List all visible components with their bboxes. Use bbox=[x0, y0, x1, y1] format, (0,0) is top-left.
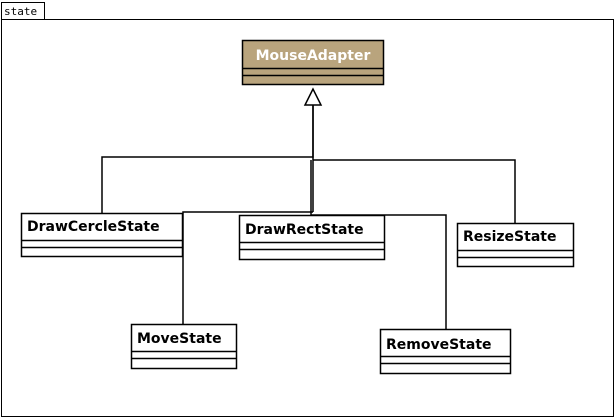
class-box bbox=[241, 39, 385, 86]
class-box bbox=[238, 214, 386, 261]
class-name: RemoveState bbox=[386, 337, 492, 353]
class-name: DrawCercleState bbox=[27, 219, 160, 235]
class-name: MoveState bbox=[137, 331, 222, 347]
class-movestate[interactable]: MoveState bbox=[130, 323, 238, 370]
class-box bbox=[20, 212, 184, 258]
class-box bbox=[456, 222, 575, 268]
connector-drawcerclestate bbox=[101, 105, 314, 213]
class-mouseadapter[interactable]: MouseAdapter bbox=[241, 39, 385, 86]
class-removestate[interactable]: RemoveState bbox=[379, 328, 512, 375]
package-body bbox=[1, 19, 614, 417]
class-box bbox=[379, 328, 512, 375]
package-name: state bbox=[4, 5, 37, 18]
class-drawrectstate[interactable]: DrawRectState bbox=[238, 214, 386, 261]
generalization-arrowhead bbox=[303, 87, 323, 106]
connector-resizestate bbox=[313, 159, 516, 223]
class-drawcerclestate[interactable]: DrawCercleState bbox=[20, 212, 184, 258]
class-name: ResizeState bbox=[463, 229, 556, 245]
connector-movestate bbox=[182, 211, 313, 324]
class-name: DrawRectState bbox=[245, 222, 364, 238]
class-name: MouseAdapter bbox=[256, 48, 371, 64]
class-resizestate[interactable]: ResizeState bbox=[456, 222, 575, 268]
class-box bbox=[130, 323, 238, 370]
